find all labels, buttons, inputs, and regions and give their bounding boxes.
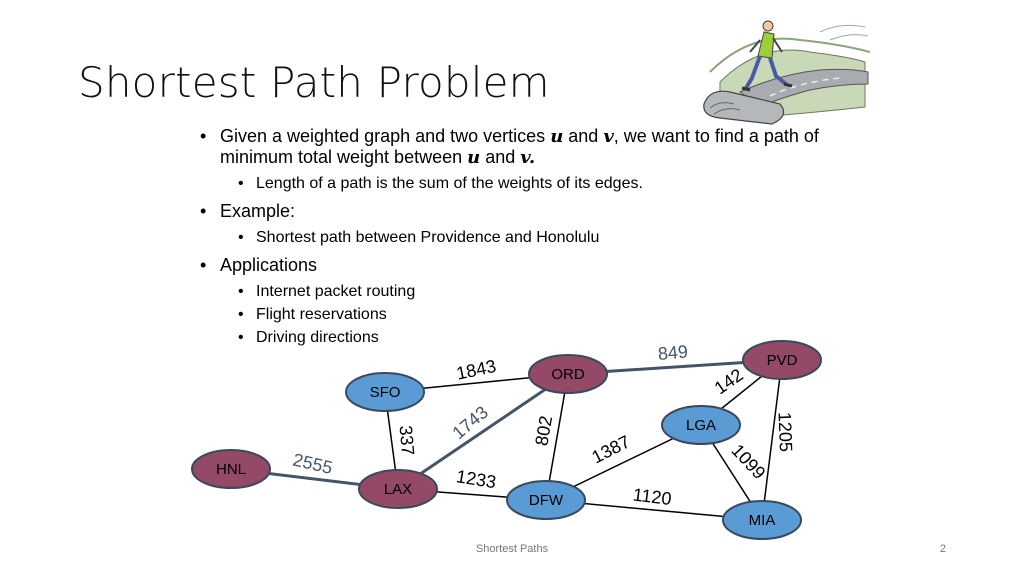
sub-bullet-application: Flight reservations xyxy=(238,305,840,324)
page-number: 2 xyxy=(939,543,946,555)
edge-weight-label: 802 xyxy=(531,414,556,447)
edge-pvd-mia xyxy=(761,359,783,521)
node-shape xyxy=(661,405,741,445)
node-lga: LGA xyxy=(661,405,741,445)
node-ord: ORD xyxy=(528,354,608,394)
edge-weight-label: 1743 xyxy=(448,402,492,443)
node-dfw: DFW xyxy=(506,480,586,520)
node-label: ORD xyxy=(551,366,585,383)
edge-ord-dfw xyxy=(545,373,569,501)
slide-title: Shortest Path Problem xyxy=(78,58,550,107)
node-shape xyxy=(722,500,802,540)
node-shape xyxy=(742,340,822,380)
sub-bullet-example: Shortest path between Providence and Hon… xyxy=(238,228,840,247)
bullet-problem-statement: Given a weighted graph and two vertices … xyxy=(200,126,840,168)
bullet-list: Given a weighted graph and two vertices … xyxy=(200,126,840,351)
edge-weight-label: 337 xyxy=(395,425,418,457)
vertex-u-label: u xyxy=(550,126,564,147)
edge-weight-label: 1205 xyxy=(775,412,796,453)
node-label: DFW xyxy=(529,492,564,509)
node-shape xyxy=(528,354,608,394)
vertex-v-label: v xyxy=(603,126,614,147)
node-shape xyxy=(506,480,586,520)
bullet-text: , we want to find a path of minimum tota… xyxy=(220,126,819,167)
edge-weight-label: 1387 xyxy=(589,431,634,467)
edge-weight-label: 1233 xyxy=(455,466,498,492)
node-label: LAX xyxy=(384,481,412,498)
edge-weight-label: 1120 xyxy=(632,484,673,509)
edge-weight-label: 1843 xyxy=(455,356,498,384)
edge-lax-ord xyxy=(397,372,569,491)
node-label: HNL xyxy=(216,461,246,478)
bullet-text: and xyxy=(480,147,521,167)
bullet-text: and xyxy=(563,126,604,146)
edge-weight-label: 2555 xyxy=(291,450,335,478)
node-shape xyxy=(358,469,438,509)
node-shape xyxy=(191,449,271,489)
node-lax: LAX xyxy=(358,469,438,509)
footer-title: Shortest Paths xyxy=(475,543,549,555)
road-walker-clipart-icon xyxy=(703,20,870,125)
vertex-v-label: v. xyxy=(520,147,536,168)
sub-bullet-application: Driving directions xyxy=(238,328,840,347)
bullet-applications: Applications xyxy=(200,255,840,276)
vertex-u-label: u xyxy=(467,147,481,168)
node-hnl: HNL xyxy=(191,449,271,489)
node-label: SFO xyxy=(370,384,401,401)
sub-bullet-application: Internet packet routing xyxy=(238,282,840,301)
bullet-example: Example: xyxy=(200,201,840,222)
sub-bullet-path-length: Length of a path is the sum of the weigh… xyxy=(238,174,840,193)
node-label: LGA xyxy=(686,417,716,434)
node-pvd: PVD xyxy=(742,340,822,380)
node-label: PVD xyxy=(767,352,798,369)
bullet-text: Given a weighted graph and two vertices xyxy=(220,126,551,146)
node-shape xyxy=(345,372,425,412)
node-label: MIA xyxy=(749,512,776,529)
node-sfo: SFO xyxy=(345,372,425,412)
node-mia: MIA xyxy=(722,500,802,540)
edge-weight-label: 849 xyxy=(657,341,689,364)
